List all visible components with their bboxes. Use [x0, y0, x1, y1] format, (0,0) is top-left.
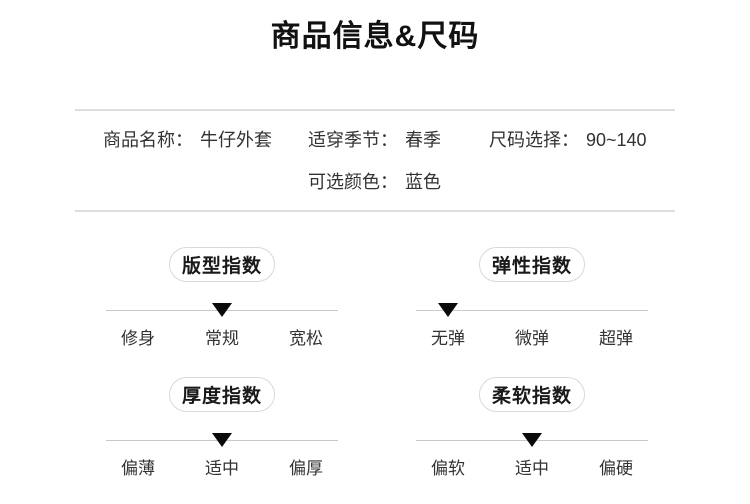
- page-title-text: 商品信息&尺码: [270, 20, 480, 53]
- scale-title-pill: 柔软指数: [479, 377, 585, 412]
- field-label: 商品名称：: [103, 130, 193, 150]
- divider-top: [75, 109, 675, 111]
- field-label: 可选颜色：: [308, 172, 398, 192]
- field-color: 可选颜色： 蓝色: [308, 172, 441, 192]
- page-title-section: 商品信息&尺码: [0, 18, 750, 58]
- scale-title-pill: 版型指数: [169, 247, 275, 282]
- scale-slider: [106, 432, 338, 450]
- scale-level: 微弹: [515, 329, 549, 348]
- scale-level: 偏软: [431, 459, 465, 478]
- scale-fit: 版型指数 修身 常规 宽松: [106, 247, 338, 349]
- scale-level: 适中: [205, 459, 239, 478]
- scale-levels: 无弹 微弹 超弹: [416, 329, 648, 349]
- scale-title-pill: 厚度指数: [169, 377, 275, 412]
- scale-level: 偏厚: [289, 459, 323, 478]
- field-value: 牛仔外套: [200, 130, 272, 150]
- page-title: 商品信息&尺码: [262, 18, 488, 58]
- indicator-triangle-icon: [212, 433, 232, 447]
- scale-levels: 修身 常规 宽松: [106, 329, 338, 349]
- scale-level: 适中: [515, 459, 549, 478]
- scale-softness: 柔软指数 偏软 适中 偏硬: [416, 377, 648, 479]
- scale-level: 无弹: [431, 329, 465, 348]
- indicator-triangle-icon: [438, 303, 458, 317]
- scale-slider: [416, 432, 648, 450]
- scale-level: 宽松: [289, 329, 323, 348]
- scale-levels: 偏薄 适中 偏厚: [106, 459, 338, 479]
- scale-title-pill: 弹性指数: [479, 247, 585, 282]
- field-value: 春季: [405, 130, 441, 150]
- field-label: 适穿季节：: [308, 130, 398, 150]
- indicator-triangle-icon: [522, 433, 542, 447]
- scale-level: 超弹: [599, 329, 633, 348]
- field-label: 尺码选择：: [489, 130, 579, 150]
- scale-elasticity: 弹性指数 无弹 微弹 超弹: [416, 247, 648, 349]
- scale-level: 偏硬: [599, 459, 633, 478]
- indicator-triangle-icon: [212, 303, 232, 317]
- field-size-range: 尺码选择： 90~140: [489, 130, 647, 150]
- scale-levels: 偏软 适中 偏硬: [416, 459, 648, 479]
- scale-thickness: 厚度指数 偏薄 适中 偏厚: [106, 377, 338, 479]
- divider-bottom: [75, 210, 675, 212]
- scale-slider: [106, 302, 338, 320]
- scale-line: [416, 310, 648, 311]
- field-product-name: 商品名称： 牛仔外套: [103, 130, 272, 150]
- scale-level: 偏薄: [121, 459, 155, 478]
- field-value: 蓝色: [405, 172, 441, 192]
- field-season: 适穿季节： 春季: [308, 130, 441, 150]
- scale-slider: [416, 302, 648, 320]
- scale-level: 修身: [121, 329, 155, 348]
- scale-level: 常规: [205, 329, 239, 348]
- field-value: 90~140: [586, 130, 647, 150]
